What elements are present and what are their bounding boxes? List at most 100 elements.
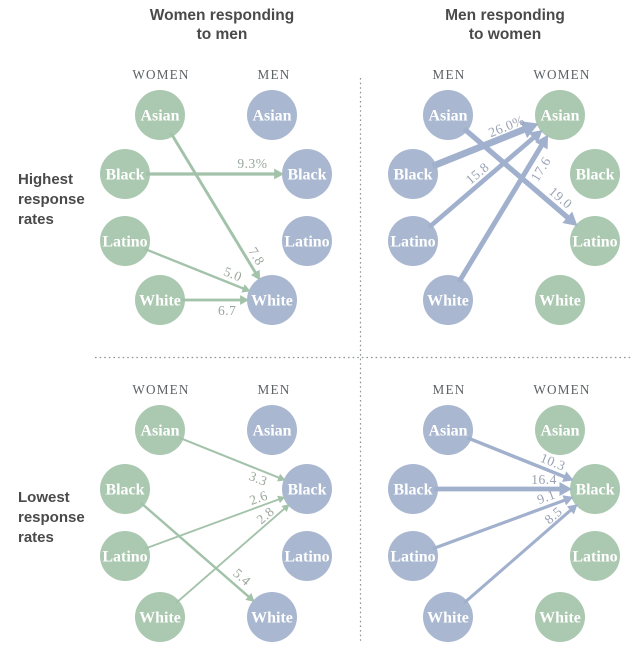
column-header-right: MEN [258,382,291,397]
node-label-asian: Asian [252,108,291,125]
node-women-black [570,149,620,199]
node-label-white: White [251,293,293,310]
node-label-black: Black [393,482,432,499]
arrow-latino-to-asian-head [528,129,543,144]
arrow-white-to-black [462,508,573,605]
node-label-white: White [427,610,469,627]
node-label-asian: Asian [252,423,291,440]
node-label-latino: Latino [390,549,435,566]
node-label-latino: Latino [390,234,435,251]
node-men-latino [282,531,332,581]
column-header-left: MEN [433,67,466,82]
arrow-asian-to-white [169,132,258,274]
node-label-white: White [139,293,181,310]
arrow-asian-to-black [466,436,566,479]
node-women-latino [100,531,150,581]
arrow-asian-to-black [179,436,280,479]
node-label-white: White [427,293,469,310]
node-label-white: White [539,610,581,627]
arrow-black-to-asian-head [520,121,539,139]
node-women-white [535,592,585,642]
column-header-right: WOMEN [533,382,590,397]
arrow-black-to-white-head [245,592,255,602]
node-men-asian [247,90,297,140]
node-label-latino: Latino [572,234,617,251]
node-women-asian [535,90,585,140]
arrow-white-to-asian-head [535,134,549,150]
node-men-latino [282,216,332,266]
arrow-asian-to-latino-value: 19.0 [546,184,575,212]
column-title-line: Women responding [149,7,295,24]
arrow-asian-to-black-head [562,471,574,482]
arrow-latino-to-black-value: 2.6 [247,488,269,508]
row-title-lowest: Lowest response rates [18,489,85,546]
node-women-white [535,275,585,325]
node-label-white: White [251,610,293,627]
arrow-black-to-black-head [274,168,284,180]
node-men-black [282,149,332,199]
node-label-black: Black [287,167,326,184]
arrow-latino-to-black-head [562,495,574,506]
column-title-line: Men responding [445,7,565,24]
arrow-white-to-black-head [281,504,290,512]
column-header-right: MEN [258,67,291,82]
arrow-black-to-white [140,501,250,598]
node-label-black: Black [575,167,614,184]
arrow-latino-to-black [144,498,280,550]
node-label-black: Black [105,482,144,499]
arrow-black-to-black-head [559,482,572,496]
arrow-white-to-black-head [567,504,578,515]
column-header-right: WOMEN [533,67,590,82]
arrow-white-to-white-value: 6.7 [218,303,236,318]
node-label-black: Black [287,482,326,499]
node-men-asian [247,405,297,455]
arrow-black-to-black-value: 16.4 [531,472,557,487]
node-label-latino: Latino [284,234,329,251]
node-women-black [100,149,150,199]
arrow-asian-to-black-head [277,473,286,482]
node-men-latino [388,531,438,581]
node-label-white: White [539,293,581,310]
node-label-black: Black [393,167,432,184]
arrow-latino-to-asian-value: 15.8 [463,159,492,187]
node-label-asian: Asian [428,423,467,440]
arrow-asian-to-white-head [250,269,261,281]
node-label-latino: Latino [572,549,617,566]
node-women-latino [570,216,620,266]
node-women-white [135,592,185,642]
node-men-white [247,275,297,325]
node-women-asian [135,405,185,455]
node-men-asian [423,90,473,140]
node-women-white [135,275,185,325]
arrow-latino-to-black [432,498,566,551]
node-men-latino [388,216,438,266]
arrow-latino-to-white [144,247,245,290]
arrow-latino-to-black-head [277,495,286,504]
node-label-white: White [139,610,181,627]
node-men-asian [423,405,473,455]
arrow-latino-to-white-head [241,284,251,293]
arrow-latino-to-white-value: 5.0 [222,264,245,285]
node-men-white [247,592,297,642]
arrow-black-to-black-value: 9.3% [237,156,267,171]
row-title-highest: Highest response rates [18,171,85,228]
column-header-left: MEN [433,382,466,397]
node-men-black [388,149,438,199]
node-men-black [282,464,332,514]
node-label-asian: Asian [140,108,179,125]
node-women-black [570,464,620,514]
node-men-white [423,275,473,325]
column-title-men-to-women: Men responding to women [395,6,615,44]
node-women-asian [135,90,185,140]
node-label-asian: Asian [540,423,579,440]
node-label-asian: Asian [428,108,467,125]
column-header-left: WOMEN [132,67,189,82]
arrow-white-to-asian [456,143,545,284]
arrow-asian-to-black-value: 3.3 [247,468,270,489]
column-title-women-to-men: Women responding to men [112,6,332,44]
